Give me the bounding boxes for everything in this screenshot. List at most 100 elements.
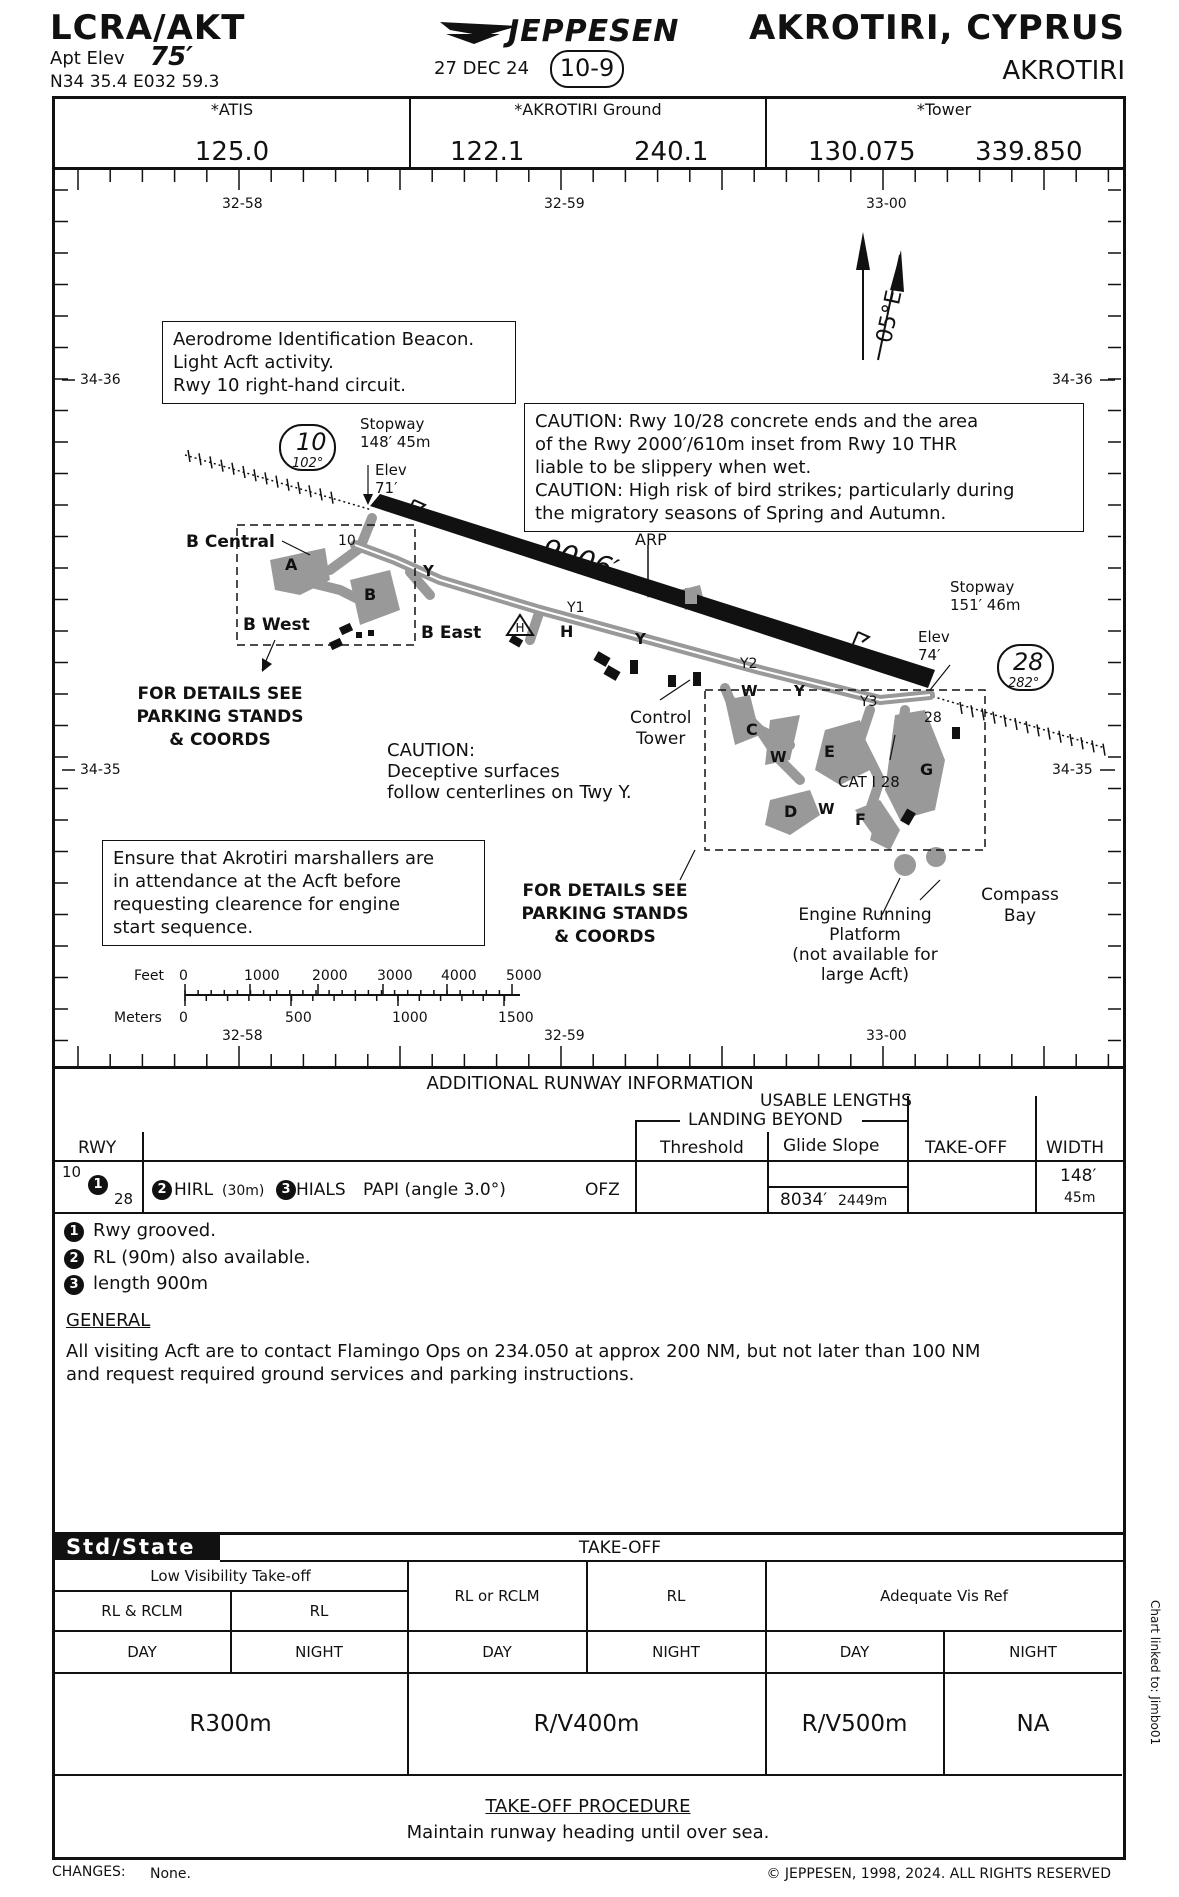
footnote-1-badge: 1 — [64, 1222, 84, 1242]
city-name: AKROTIRI, CYPRUS — [749, 8, 1125, 48]
lat-left-1: 34-36 — [80, 372, 121, 388]
svg-text:H: H — [515, 621, 524, 635]
rwy10-stopway-value: 148′ 45m — [360, 433, 431, 451]
chart-number-oval — [550, 50, 624, 88]
scale-meters-label: Meters — [114, 1010, 162, 1026]
rl-rclm-header: RL & RCLM — [101, 1601, 183, 1620]
taxiway-y2: Y2 — [740, 656, 758, 672]
rwy28-stopway-value: 151′ 46m — [950, 596, 1021, 614]
usable-lengths: USABLE LENGTHS — [760, 1091, 912, 1111]
freq-ground-value-1: 122.1 — [450, 137, 525, 167]
general-text: All visiting Acft are to contact Flaming… — [66, 1341, 981, 1385]
stand-h: H — [560, 622, 574, 641]
brand-name: JEPPESEN — [508, 14, 680, 49]
side-note: Chart linked to: Jimbo01 — [1148, 1600, 1162, 1746]
stand-g: G — [920, 760, 934, 779]
takeoff-procedure-text: Maintain runway heading until over sea. — [406, 1822, 770, 1843]
row-width-m: 45m — [1064, 1190, 1096, 1206]
row-rwy-b: 28 — [114, 1190, 134, 1208]
lon-top-2: 32-59 — [544, 196, 585, 212]
col-width: WIDTH — [1046, 1138, 1105, 1158]
stand-a: A — [285, 555, 298, 574]
scale-meter-tick: 500 — [285, 1010, 312, 1026]
stand-b: B — [364, 585, 377, 604]
rwy28-stopway-label: Stopway — [950, 578, 1015, 596]
row-glide-ft: 8034′ — [780, 1190, 828, 1210]
col-takeoff: TAKE-OFF — [925, 1138, 1008, 1158]
night-2: NIGHT — [652, 1643, 700, 1661]
airport-diagram: H — [55, 170, 1121, 1066]
takeoff-title: TAKE-OFF — [578, 1538, 662, 1558]
taxiway-y-2: Y — [635, 630, 646, 648]
note-1-badge: 1 — [88, 1175, 108, 1195]
footnote-3: length 900m — [93, 1273, 208, 1294]
day-1: DAY — [127, 1643, 157, 1661]
rl-header: RL — [309, 1601, 329, 1620]
lon-bottom-3: 33-00 — [866, 1028, 907, 1044]
takeoff-value-1: R300m — [189, 1711, 272, 1737]
row-hials: HIALS — [296, 1180, 346, 1200]
footnote-3-badge: 3 — [64, 1275, 84, 1295]
caution-note: CAUTION: Rwy 10/28 concrete ends and the… — [524, 403, 1084, 532]
chart-number: 10-9 — [559, 54, 615, 82]
row-hirl-len: (30m) — [222, 1183, 265, 1199]
rwy28-elev-label: Elev — [918, 628, 950, 646]
freq-ground-value-2: 240.1 — [634, 137, 709, 167]
note-2-badge: 2 — [152, 1180, 172, 1200]
note-3-badge: 3 — [276, 1180, 296, 1200]
night-1: NIGHT — [295, 1643, 343, 1661]
rwy10-number: 10 — [296, 428, 327, 456]
col-glide-slope: Glide Slope — [783, 1136, 880, 1156]
takeoff-value-2: R/V400m — [533, 1711, 640, 1737]
stand-d: D — [784, 802, 798, 821]
lon-top-1: 32-58 — [222, 196, 263, 212]
rl-or-rclm-header: RL or RCLM — [454, 1587, 540, 1605]
rwy10-bearing: 102° — [292, 456, 324, 471]
label-28: 28 — [924, 710, 942, 726]
col-threshold: Threshold — [660, 1138, 744, 1158]
freq-tower-value-1: 130.075 — [808, 137, 916, 167]
lat-right-2: 34-35 — [1052, 762, 1093, 778]
row-ofz: OFZ — [585, 1180, 620, 1200]
area-b-east: B East — [421, 623, 482, 643]
scale-feet-tick: 5000 — [506, 968, 542, 984]
taxiway-y-1: Y — [423, 562, 434, 580]
takeoff-value-3: R/V500m — [801, 1711, 908, 1737]
rl2-header: RL — [666, 1587, 686, 1605]
footnote-1: Rwy grooved. — [93, 1220, 216, 1241]
freq-atis-value: 125.0 — [194, 137, 270, 167]
row-hirl: HIRL — [174, 1180, 214, 1200]
freq-ground-name: *AKROTIRI Ground — [514, 100, 662, 119]
taxiway-y1: Y1 — [567, 600, 585, 616]
freq-tower-value-2: 339.850 — [975, 137, 1083, 167]
chart-date: 27 DEC 24 — [434, 58, 530, 79]
scale-meter-tick: 1500 — [498, 1010, 534, 1026]
landing-beyond: LANDING BEYOND — [688, 1110, 843, 1130]
rwy28-number: 28 — [1013, 648, 1044, 676]
freq-atis-name: *ATIS — [210, 100, 254, 119]
scale-feet-tick: 3000 — [377, 968, 413, 984]
lat-left-2: 34-35 — [80, 762, 121, 778]
taxiway-y3: Y3 — [860, 694, 878, 710]
taxiway-w-3: W — [741, 682, 758, 700]
takeoff-procedure-title: TAKE-OFF PROCEDURE — [485, 1796, 691, 1817]
general-title: GENERAL — [66, 1310, 151, 1331]
area-b-west: B West — [243, 615, 310, 635]
airport-coords: N34 35.4 E032 59.3 — [50, 72, 220, 92]
taxiway-w-2: W — [818, 800, 835, 818]
stand-e: E — [824, 742, 835, 761]
jeppesen-logo-icon — [440, 22, 518, 44]
label-10: 10 — [338, 533, 356, 549]
scale-feet-label: Feet — [134, 968, 165, 984]
arp-label: ARP — [635, 530, 667, 549]
lvto-header: Low Visibility Take-off — [150, 1567, 311, 1585]
runway-info-title: ADDITIONAL RUNWAY INFORMATION — [426, 1073, 754, 1094]
scale-meter-tick: 0 — [179, 1010, 188, 1026]
rwy10-stopway-label: Stopway — [360, 415, 425, 433]
